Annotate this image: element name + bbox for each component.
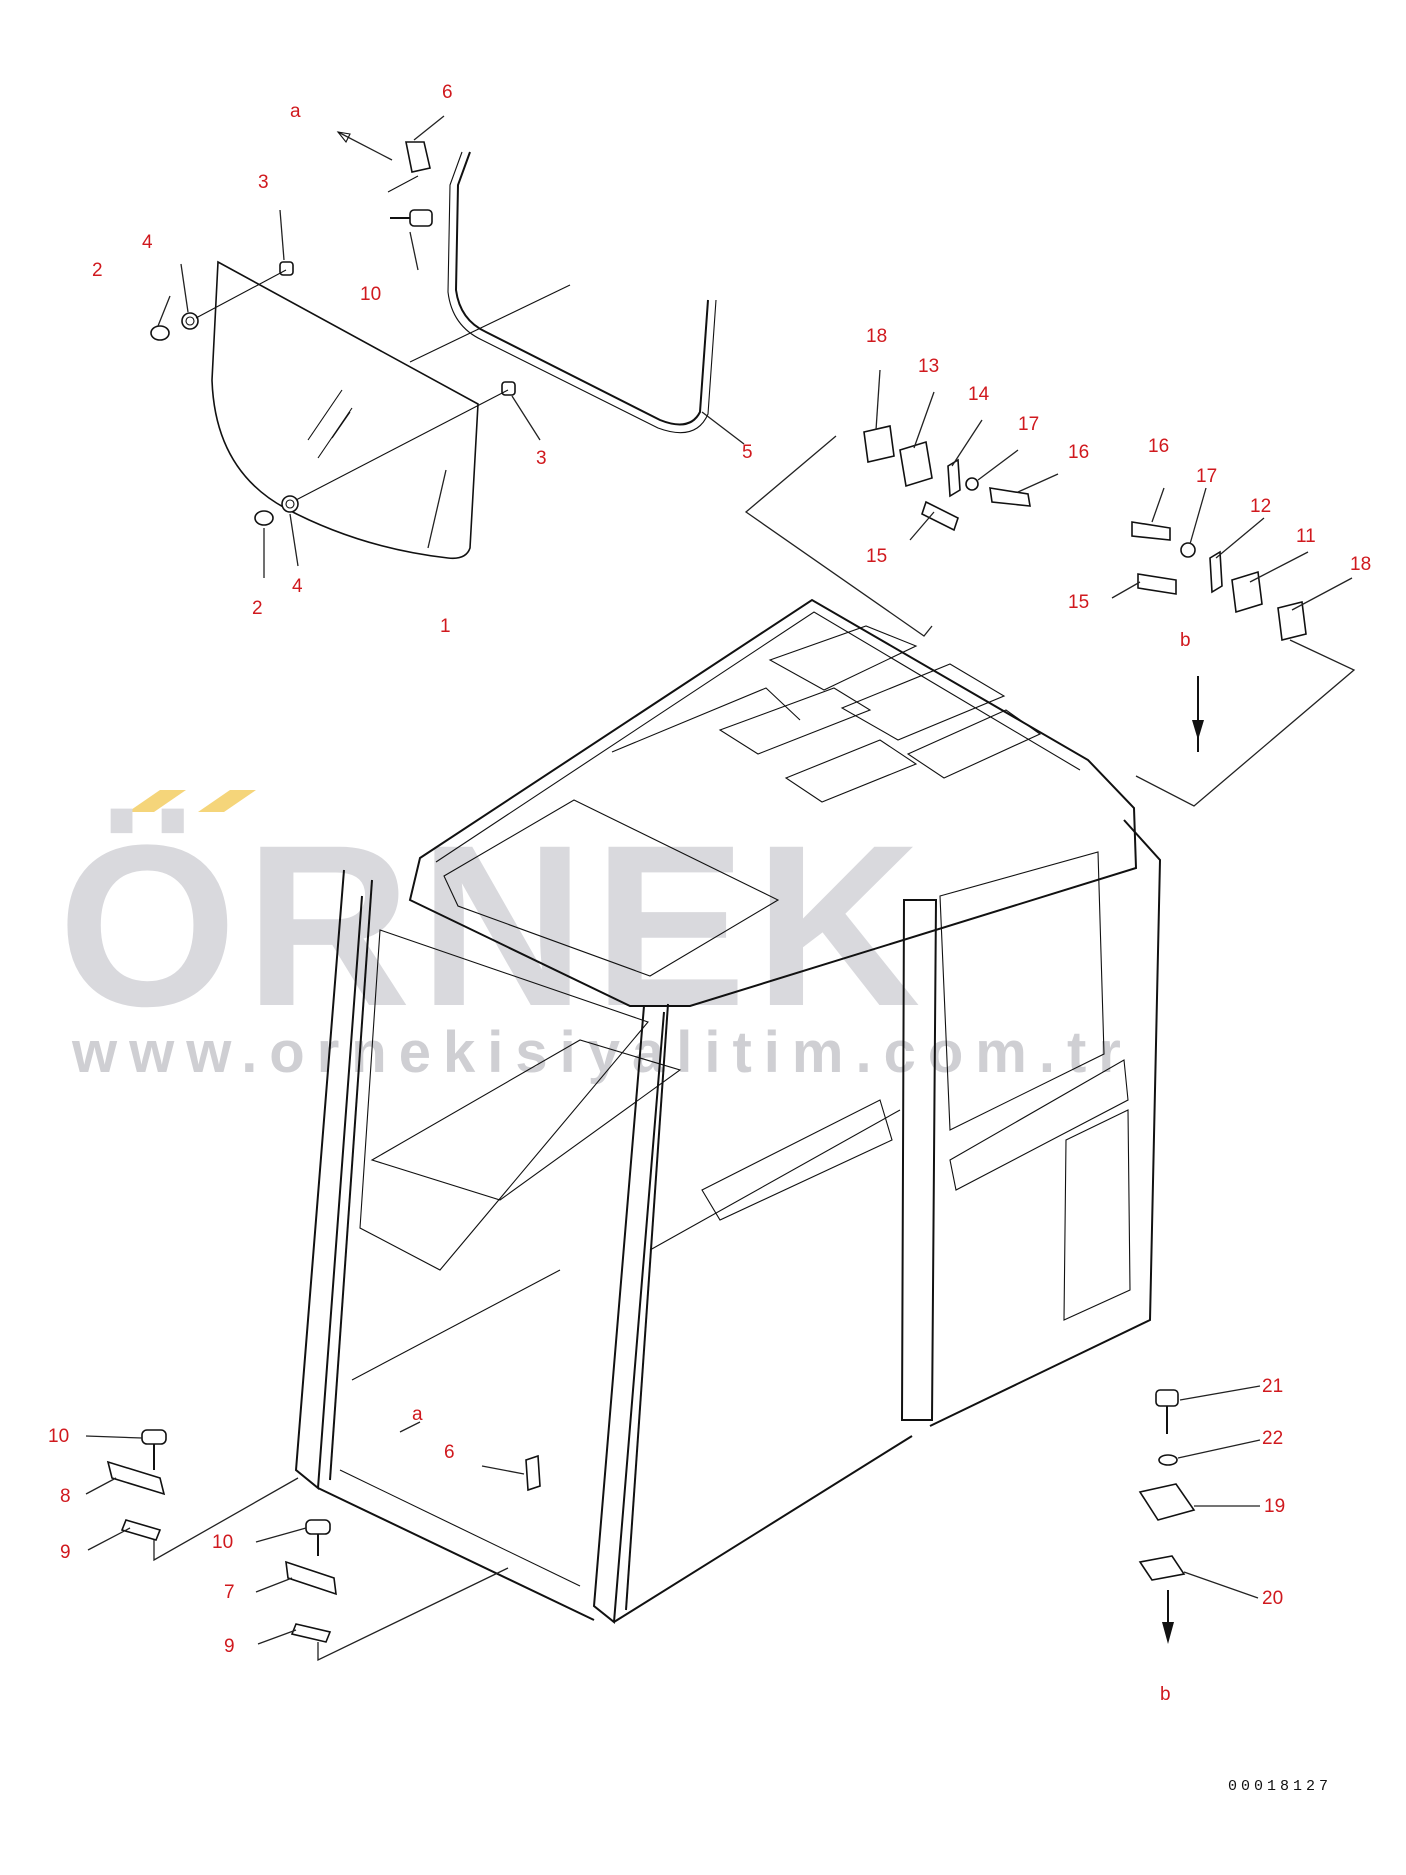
leader-lines [85, 115, 1353, 1645]
callout-10-bottom: 10 [212, 1532, 233, 1553]
shim-12 [1209, 550, 1223, 594]
document-number: 00018127 [1228, 1778, 1332, 1795]
bolt-10-left [141, 1429, 167, 1445]
callout-b-top: b [1180, 630, 1191, 651]
callout-19: 19 [1264, 1496, 1285, 1517]
latch-11 [1231, 570, 1263, 614]
callout-labels: a 6 3 4 2 10 3 5 4 2 1 18 13 14 17 16 15… [48, 82, 1371, 1705]
callout-11: 11 [1296, 526, 1316, 547]
callout-4-bottom: 4 [292, 576, 303, 597]
callout-5: 5 [742, 442, 753, 463]
callout-12: 12 [1250, 496, 1271, 517]
clip-6-cab [525, 1454, 541, 1492]
watermark-accent-right [198, 790, 256, 812]
callout-3-top: 3 [258, 172, 269, 193]
callout-a-top: a [290, 101, 301, 122]
callout-9-left: 9 [60, 1542, 71, 1563]
callout-17-left: 17 [1018, 414, 1039, 435]
callout-10-top: 10 [360, 284, 381, 305]
callout-22: 22 [1262, 1428, 1283, 1449]
washer-17-right [1180, 542, 1196, 558]
bottom-right-hardware [1138, 1389, 1196, 1644]
latch-group-left [744, 425, 1031, 637]
bottom-left-hardware [106, 1429, 509, 1662]
callout-8: 8 [60, 1486, 71, 1507]
callout-18-left: 18 [866, 326, 887, 347]
cap-2-left [150, 325, 170, 341]
callout-14: 14 [968, 384, 990, 405]
callout-2-left: 2 [92, 260, 103, 281]
callout-18-right: 18 [1350, 554, 1371, 575]
callout-1: 1 [440, 616, 451, 637]
bolt-16-right [1131, 521, 1171, 541]
washer-17-left [965, 477, 979, 491]
callout-13: 13 [918, 356, 939, 377]
bolt-10-top [409, 209, 433, 227]
callout-20: 20 [1262, 1588, 1283, 1609]
bracket-7 [285, 1560, 337, 1596]
bolt-10-bottom [305, 1519, 331, 1535]
latch-group-right [1131, 521, 1356, 807]
callout-10-left: 10 [48, 1426, 69, 1447]
bolt-21 [1155, 1389, 1179, 1407]
watermark-brand: ÖRNEK [58, 797, 929, 1054]
clip-6-top [405, 141, 431, 173]
washer-22 [1158, 1454, 1178, 1466]
watermark: ÖRNEK www.ornekisiyalitim.com.tr [58, 790, 1133, 1085]
callout-a-cab: a [412, 1404, 423, 1425]
callout-6-top: 6 [442, 82, 453, 103]
plate-9-left [120, 1519, 162, 1541]
watermark-accent-left [128, 790, 186, 812]
callout-9-bottom: 9 [224, 1636, 235, 1657]
weatherstrip [447, 151, 717, 434]
bolt-16-left [989, 487, 1031, 507]
callout-17-right: 17 [1196, 466, 1217, 487]
callout-15-right: 15 [1068, 592, 1089, 613]
plate-20 [1138, 1555, 1186, 1581]
callout-6-cab: 6 [444, 1442, 455, 1463]
callout-b-bottom: b [1160, 1684, 1171, 1705]
grommet-3-right [501, 381, 516, 396]
bolt-15-left [921, 500, 959, 532]
callout-16-right: 16 [1148, 436, 1169, 457]
callout-4-top: 4 [142, 232, 153, 253]
bolt-15-right [1137, 573, 1177, 595]
top-clip-assembly [336, 131, 433, 227]
callout-15-left: 15 [866, 546, 887, 567]
shim-14 [947, 458, 961, 498]
windshield-glass [211, 260, 571, 560]
plate-18-right [1277, 601, 1307, 641]
striker-13 [899, 440, 933, 488]
callout-2-bottom: 2 [252, 598, 263, 619]
striker-19 [1138, 1483, 1196, 1521]
nut-4-bottom [281, 495, 299, 513]
callout-16-left: 16 [1068, 442, 1089, 463]
plate-18-left [863, 425, 895, 463]
glass-hardware [150, 261, 516, 526]
grommet-3-top [279, 261, 294, 276]
bracket-8 [106, 1460, 166, 1496]
callout-3-right: 3 [536, 448, 547, 469]
callout-21: 21 [1262, 1376, 1283, 1397]
cap-2-bottom [254, 510, 274, 526]
nut-4-top [181, 312, 199, 330]
plate-9-bottom [290, 1623, 332, 1643]
callout-7: 7 [224, 1582, 235, 1603]
watermark-url: www.ornekisiyalitim.com.tr [71, 1020, 1133, 1085]
cab-frame [294, 598, 1162, 1624]
